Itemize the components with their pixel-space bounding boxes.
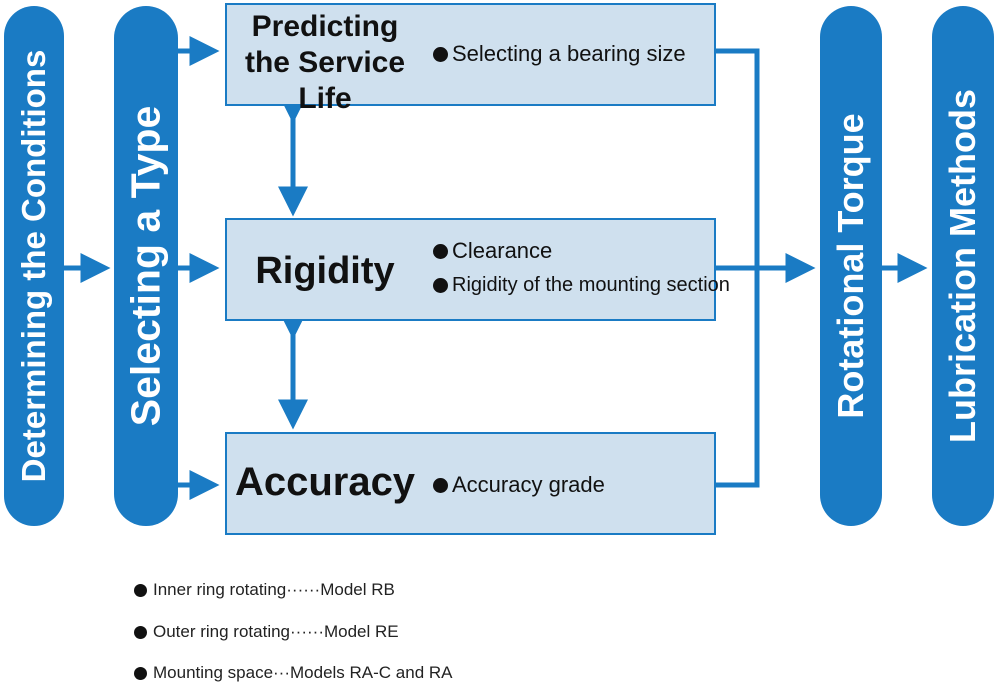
bullet-dot-icon	[134, 666, 147, 680]
note-inner-ring-text: Inner ring rotating······Model RB	[153, 580, 395, 599]
accuracy-box: Accuracy Accuracy grade	[225, 432, 716, 535]
lubrication-methods-label: Lubrication Methods	[942, 89, 983, 443]
service-life-box: Predicting the Service Life Selecting a …	[225, 3, 716, 115]
selecting-type-label: Selecting a Type	[122, 105, 169, 427]
note-inner-ring: Inner ring rotating······Model RB	[134, 580, 395, 600]
determining-conditions-pill: Determining the Conditions	[4, 6, 64, 526]
lubrication-methods-pill: Lubrication Methods	[932, 6, 994, 526]
service-life-title: Predicting the Service Life	[227, 9, 423, 117]
bullet-dot-icon	[433, 477, 448, 493]
bullet-dot-icon	[433, 46, 448, 62]
rigidity-bullet-1: Clearance	[433, 238, 552, 264]
service-life-title-line2: the Service Life	[244, 46, 406, 115]
bullet-dot-icon	[433, 243, 448, 259]
bullet-dot-icon	[134, 583, 147, 597]
rigidity-title: Rigidity	[255, 250, 395, 292]
bullet-dot-icon	[134, 625, 147, 639]
selecting-type-pill: Selecting a Type	[114, 6, 178, 526]
rigidity-box: Rigidity Clearance Rigidity of the mount…	[225, 218, 730, 321]
accuracy-title: Accuracy	[234, 460, 416, 504]
service-life-title-line1: Predicting	[251, 10, 399, 43]
determining-conditions-label: Determining the Conditions	[15, 49, 52, 483]
service-life-bullet-text: Selecting a bearing size	[452, 41, 686, 66]
rotational-torque-pill: Rotational Torque	[820, 6, 882, 526]
accuracy-bullet-text: Accuracy grade	[452, 472, 605, 497]
rigidity-bullet-2: Rigidity of the mounting section	[433, 274, 730, 297]
accuracy-bullet: Accuracy grade	[433, 472, 605, 498]
note-mounting-space-text: Mounting space···Models RA-C and RA	[153, 663, 453, 682]
note-outer-ring-text: Outer ring rotating······Model RE	[153, 622, 399, 641]
rigidity-bullet-2-text: Rigidity of the mounting section	[452, 274, 730, 296]
bullet-dot-icon	[433, 278, 448, 293]
note-mounting-space: Mounting space···Models RA-C and RA	[134, 663, 453, 683]
note-outer-ring: Outer ring rotating······Model RE	[134, 622, 399, 642]
service-life-bullet: Selecting a bearing size	[433, 41, 686, 67]
rigidity-bullet-1-text: Clearance	[452, 238, 553, 263]
rotational-torque-label: Rotational Torque	[830, 113, 871, 419]
